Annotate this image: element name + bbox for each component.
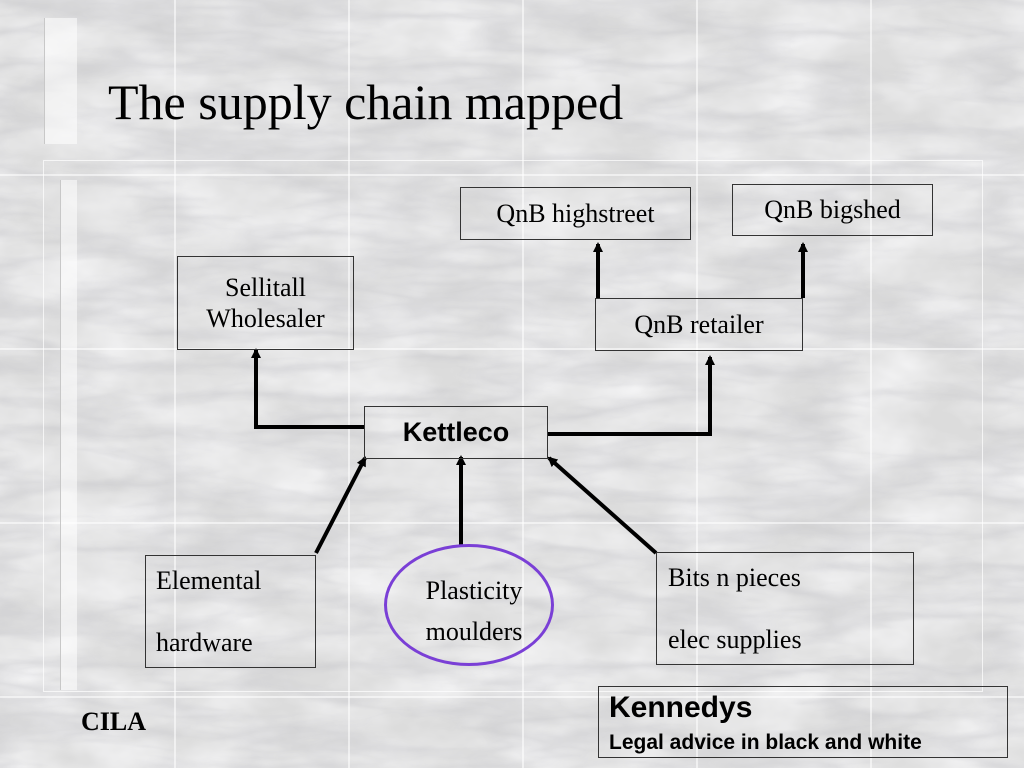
node-wholesaler: Sellitall Wholesaler bbox=[177, 256, 354, 350]
node-label: QnB highstreet bbox=[496, 198, 655, 228]
brand-tagline: Legal advice in black and white bbox=[609, 731, 922, 754]
node-retailer: QnB retailer bbox=[595, 298, 803, 351]
node-bigshed: QnB bigshed bbox=[732, 184, 933, 236]
arrow-kettleco-to-retailer bbox=[548, 355, 715, 436]
grid-line bbox=[0, 696, 1024, 698]
grid-line bbox=[870, 0, 872, 768]
content-accent-bar bbox=[60, 180, 77, 690]
grid-line bbox=[0, 348, 1024, 350]
node-plasticity-highlight bbox=[384, 544, 554, 666]
node-highstreet: QnB highstreet bbox=[460, 187, 691, 240]
node-label: moulders bbox=[425, 617, 523, 646]
footer-label: CILA bbox=[81, 707, 147, 736]
arrow-elemental-to-kettleco bbox=[314, 456, 367, 554]
node-label: Kettleco bbox=[402, 417, 510, 447]
node-label: Wholesaler bbox=[206, 304, 325, 333]
grid-line bbox=[174, 0, 176, 768]
node-bits: Bits n pieces elec supplies bbox=[656, 552, 914, 665]
node-label: Bits n pieces bbox=[668, 563, 801, 592]
node-label: Sellitall bbox=[225, 273, 306, 302]
node-label: elec supplies bbox=[668, 625, 802, 654]
grid-line bbox=[0, 174, 1024, 176]
title-accent-bar bbox=[44, 18, 77, 144]
grid-line bbox=[696, 0, 698, 768]
brand-box: Kennedys Legal advice in black and white bbox=[598, 686, 1008, 758]
grid-line bbox=[0, 522, 1024, 524]
node-plasticity: Plasticity moulders bbox=[386, 570, 562, 652]
grid-line bbox=[522, 0, 524, 768]
content-frame bbox=[43, 160, 983, 692]
grid-line bbox=[348, 0, 350, 768]
node-label: Plasticity bbox=[425, 576, 523, 605]
node-label: QnB retailer bbox=[634, 309, 764, 339]
node-label: hardware bbox=[156, 628, 253, 657]
node-elemental: Elemental hardware bbox=[145, 555, 316, 668]
page-title: The supply chain mapped bbox=[108, 74, 624, 130]
arrow-bits-to-kettleco bbox=[547, 456, 658, 555]
node-kettleco: Kettleco bbox=[364, 406, 548, 459]
node-label: Elemental bbox=[156, 566, 262, 595]
arrow-kettleco-to-wholesaler bbox=[251, 348, 364, 429]
brand-name: Kennedys bbox=[609, 691, 753, 724]
node-label: QnB bigshed bbox=[764, 195, 901, 224]
